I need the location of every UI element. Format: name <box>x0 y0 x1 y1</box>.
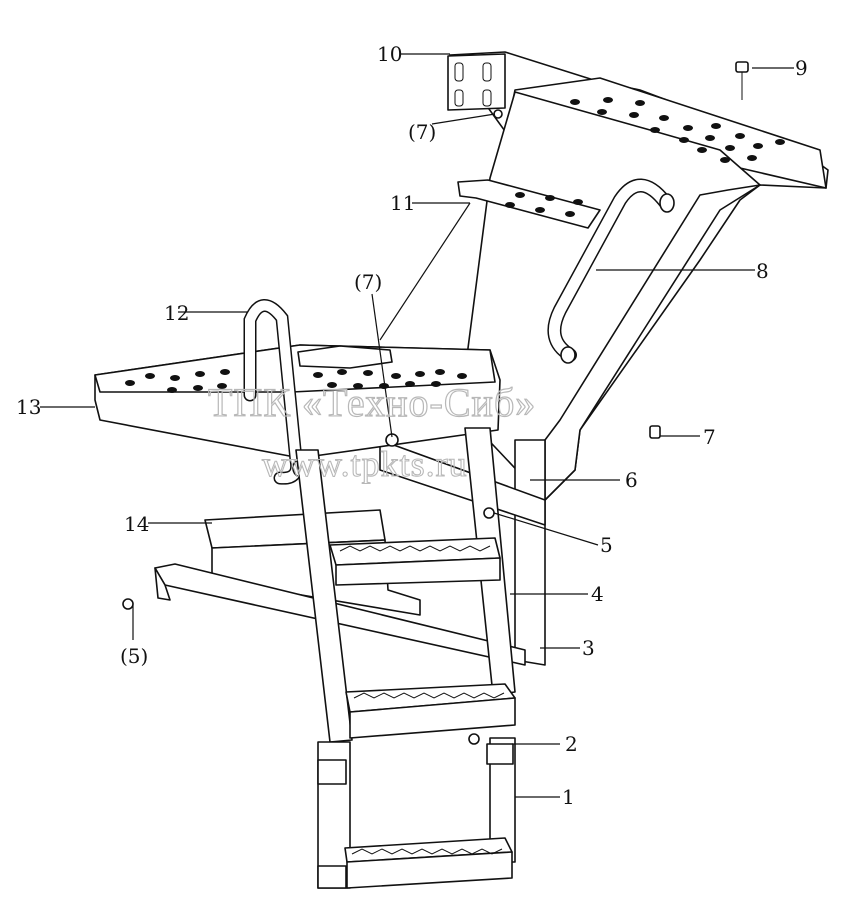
steps <box>329 537 516 889</box>
callout-7: 7 <box>703 425 716 449</box>
watermark-company: ТПК «Техно-Сиб» <box>208 380 536 425</box>
watermark: ТПК «Техно-Сиб» www.tpkts.ru <box>207 379 536 484</box>
bolt-9 <box>735 61 749 100</box>
callout-6: 6 <box>625 468 638 492</box>
watermark-url: www.tpkts.ru <box>262 444 468 484</box>
callout-3: 3 <box>582 636 595 660</box>
lower-platform-holes <box>125 369 467 393</box>
bolt-7-right <box>649 425 661 439</box>
callout-12: 12 <box>164 301 189 325</box>
callout-13: 13 <box>16 395 41 419</box>
callout-1: 1 <box>562 785 575 809</box>
leader-lines <box>40 53 794 798</box>
callout-7-middle: (7) <box>354 270 382 294</box>
callout-2: 2 <box>565 732 578 756</box>
upper-platform <box>447 51 829 196</box>
callout-10: 10 <box>377 42 402 66</box>
upper-handrail <box>547 178 675 364</box>
callout-7-upper: (7) <box>408 120 436 144</box>
callout-11: 11 <box>390 191 415 215</box>
callout-labels: 10 9 (7) 11 8 (7) 12 13 7 6 14 5 4 3 (5)… <box>16 42 808 809</box>
ladder-frame <box>295 427 516 889</box>
upper-platform-holes <box>505 97 785 217</box>
back-plate <box>379 439 546 666</box>
callout-5: 5 <box>600 533 613 557</box>
callout-8: 8 <box>756 259 769 283</box>
callout-4: 4 <box>591 582 604 606</box>
callout-14: 14 <box>124 512 149 536</box>
callout-9: 9 <box>795 56 808 80</box>
callout-5-bracket: (5) <box>120 644 148 668</box>
